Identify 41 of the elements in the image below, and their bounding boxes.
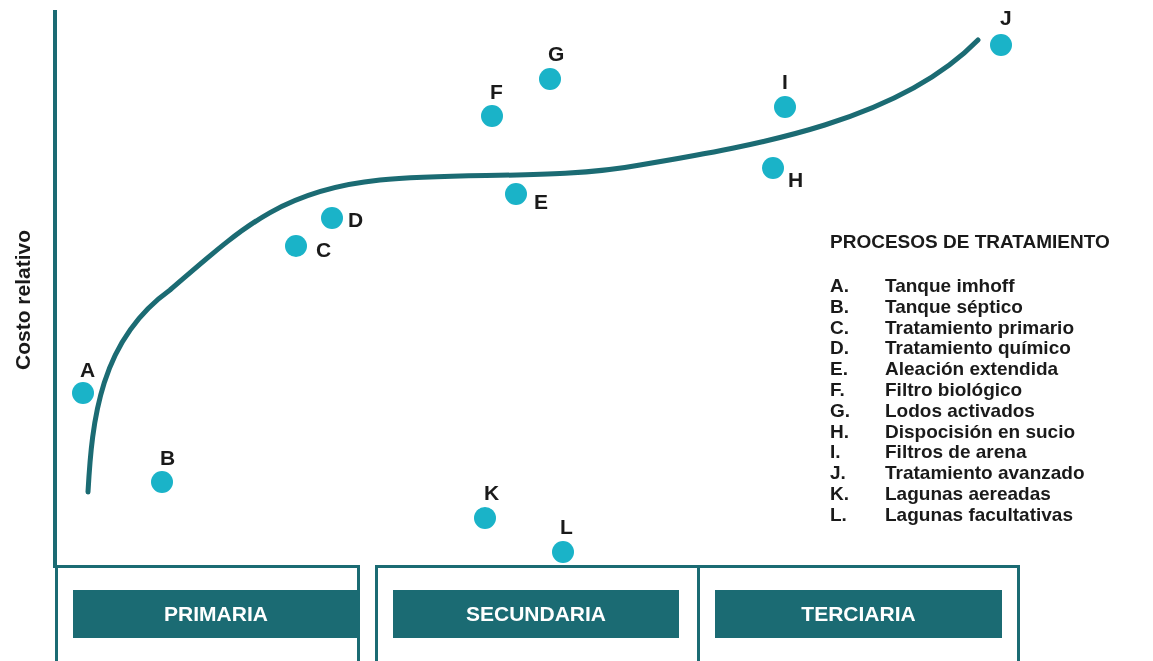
point-letter: J [1000,8,1012,28]
process-name: Lagunas facultativas [885,504,1073,525]
category-band: TERCIARIA [715,590,1002,638]
process-name: Filtros de arena [885,442,1027,463]
axis-title: Costo relativo [13,229,33,372]
point-letter: K [484,483,500,503]
point-letter: I [782,72,788,92]
category-band: SECUNDARIA [393,590,679,638]
process-letter: L. [830,504,847,525]
point-letter: G [548,44,565,64]
process-name: Dispocisión en sucio [885,421,1076,442]
process-letter: E. [830,359,848,380]
point-letter: E [534,192,548,212]
point-letter: A [80,360,96,380]
point-letter: L [560,517,573,537]
key-heading: PROCESOS DE TRATAMIENTO [830,232,1110,252]
process-letter: G. [830,400,851,421]
point-letter: F [490,82,503,102]
category-band: PRIMARIA [73,590,359,638]
process-letter: J. [830,463,846,484]
process-letter: I. [830,442,841,463]
process-letter: F. [830,380,845,400]
point-letter: D [348,210,364,230]
process-name: Tanque imhoff [885,276,1015,296]
process-letter: D. [830,338,849,359]
point-letter: H [788,170,804,190]
process-name: Tratamiento avanzado [885,463,1085,484]
process-letter: C. [830,317,849,338]
point-letter: C [316,240,332,260]
point-letter: B [160,448,176,468]
process-name: Lodos activados [885,400,1035,421]
process-letter: B. [830,296,849,317]
process-name: Lagunas aereadas [885,484,1051,504]
process-name: Tratamiento químico [885,338,1071,359]
process-letter: A. [830,276,849,296]
process-name: Tanque séptico [885,296,1023,317]
process-name: Filtro biológico [885,380,1023,400]
process-name: Aleación extendida [885,359,1059,380]
process-name: Tratamiento primario [885,317,1074,338]
process-letter: K. [830,484,849,504]
process-letter: H. [830,421,849,442]
